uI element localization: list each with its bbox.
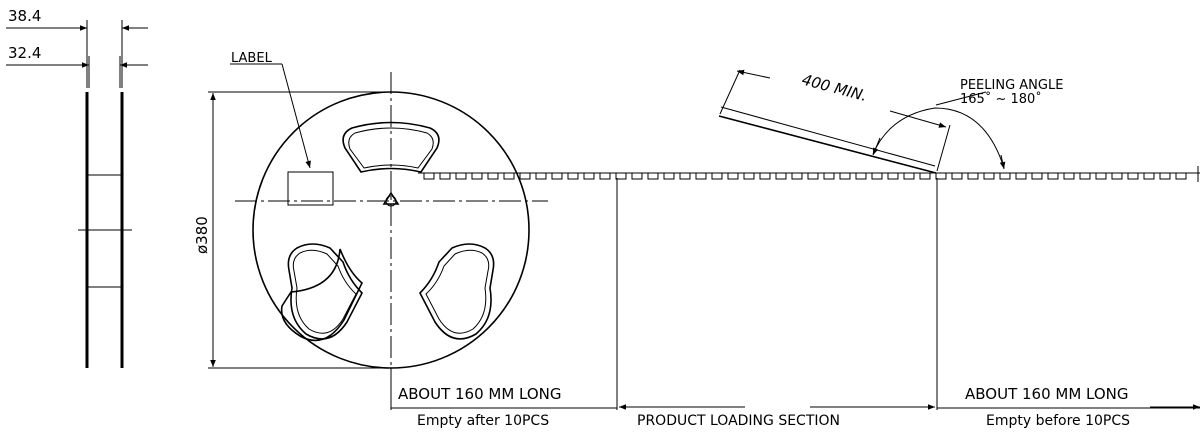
sections: ABOUT 160 MM LONG Empty after 10PCS PROD… — [390, 178, 1200, 429]
carrier-tape — [418, 166, 1200, 182]
label-text: LABEL — [231, 51, 273, 66]
leader-note: Empty after 10PCS — [417, 413, 549, 429]
peeling-angle-title: PEELING ANGLE — [960, 78, 1063, 93]
label-box — [287, 171, 334, 206]
diameter-value: ø380 — [193, 216, 211, 254]
tape-length-value: 400 MIN. — [800, 70, 869, 105]
reel-front-view — [235, 72, 548, 395]
trailer-note: Empty before 10PCS — [986, 413, 1130, 429]
outer-width-value: 38.4 — [8, 7, 41, 25]
inner-width-value: 32.4 — [8, 44, 41, 62]
reel-side-view — [78, 20, 132, 368]
label-callout: LABEL — [230, 51, 311, 169]
cover-tape — [718, 106, 937, 174]
diameter-dimension: ø380 — [193, 91, 391, 369]
width-dimensions: 38.4 32.4 — [6, 7, 148, 68]
trailer-length: ABOUT 160 MM LONG — [965, 385, 1129, 403]
leader-length: ABOUT 160 MM LONG — [398, 385, 562, 403]
loading-section-name: PRODUCT LOADING SECTION — [637, 413, 840, 429]
length-dimension: 400 MIN. — [719, 69, 951, 172]
peeling-angle-range: 165˚ ~ 180˚ — [960, 91, 1042, 107]
peeling-angle: PEELING ANGLE 165˚ ~ 180˚ — [872, 78, 1063, 170]
